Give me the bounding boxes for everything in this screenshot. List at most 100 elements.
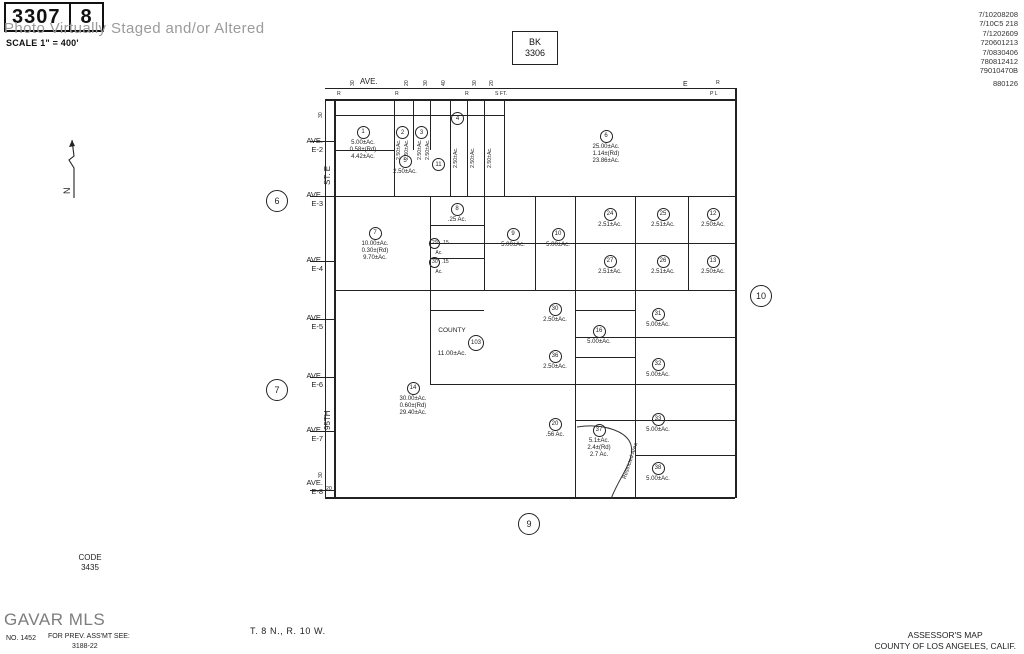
- interior-h-line-2: [334, 150, 394, 151]
- top-dim-3: 40: [441, 80, 447, 86]
- parcel-25-line-0: 2.51±Ac.: [651, 222, 675, 228]
- tick-e2: [310, 141, 334, 142]
- parcel-22-number: 11: [432, 158, 445, 171]
- interior-h-line-4: [334, 290, 735, 291]
- tick-e4: [310, 261, 334, 262]
- street-ave-e6-line1: AVE.: [306, 371, 323, 380]
- interior-v-line-2: [413, 99, 414, 150]
- parcel-7: 7 10.00±Ac. 0.30±(Rd) 9.70±Ac.: [348, 227, 402, 262]
- stamp-line-0: 7/10208208: [978, 10, 1018, 19]
- street-ave-e7: AVE. E-7: [287, 425, 323, 443]
- top-dim-4: 30: [472, 80, 478, 86]
- parcel-14-line-1: 0.60±(Rd): [399, 403, 427, 409]
- parcel-6-line-1: 1.14±(Rd): [592, 151, 620, 157]
- interior-h-line-6: [430, 225, 484, 226]
- parcel-32-number: 32: [651, 358, 665, 371]
- stamp-line-3: 720601213: [980, 38, 1018, 48]
- parcel-30-small-number: 30: [429, 257, 441, 268]
- parcel-27: 27 2.51±Ac.: [590, 255, 630, 276]
- parcel-16: 16 5.00±Ac.: [578, 325, 620, 346]
- parcel-4-number: 4: [451, 112, 464, 125]
- interior-v-line-1: [394, 99, 395, 196]
- parcel-2-number: 2: [396, 126, 409, 139]
- parcel-12: 12 2.50±Ac.: [693, 208, 733, 229]
- south-boundary-line: [325, 497, 735, 499]
- east-boundary-line: [735, 88, 737, 498]
- interior-v-line-10: [535, 196, 536, 290]
- street-st-e-label: ST. E: [323, 165, 332, 185]
- stamp-line-5: 780812412: [980, 57, 1018, 67]
- parcel-7-line-1: 0.30±(Rd): [361, 248, 389, 254]
- stamp-line-4: 7/0830406: [982, 47, 1018, 57]
- interior-h-line-3: [334, 196, 735, 197]
- parcel-small-label-2: 2.50±Ac.: [404, 139, 410, 160]
- parcel-37-line-2: 2.7 Ac.: [589, 452, 609, 458]
- parcel-14-line-2: 29.40±Ac.: [399, 410, 427, 416]
- watermark-text: Photo Virtually Staged and/or Altered: [4, 20, 265, 37]
- interior-v-line-9: [484, 196, 485, 290]
- parcel-35: 30 2.50±Ac.: [535, 303, 575, 324]
- parcel-1-line-1: 0.58±(Rd): [349, 147, 377, 153]
- parcel-27-number: 27: [603, 255, 617, 268]
- parcel-36: 36 2.50±Ac.: [535, 350, 575, 371]
- mls-watermark: GAVAR MLS: [4, 610, 106, 629]
- parcel-6-line-0: 25.00±Ac.: [592, 144, 620, 150]
- parcel-38-number: 38: [651, 462, 665, 475]
- parcel-31-number: 31: [651, 308, 665, 321]
- parcel-14-number: 14: [406, 382, 420, 395]
- parcel-5-number: 5: [398, 155, 412, 168]
- street-ave-e8-line2: E-8: [311, 487, 323, 496]
- top-street-label: AVE.: [360, 77, 378, 86]
- parcel-small-label-7: 2.50±Ac.: [487, 147, 493, 168]
- scale-label: SCALE 1" = 400': [6, 38, 79, 48]
- parcel-35-number: 30: [548, 303, 562, 316]
- top-road-line-lower: [325, 99, 735, 101]
- parcel-24: 24 2.51±Ac.: [590, 208, 630, 229]
- top-mark-r-3: R: [465, 91, 469, 97]
- assessor-line-2: COUNTY OF LOS ANGELES, CALIF.: [874, 641, 1016, 651]
- parcel-38-line-0: 5.00±Ac.: [646, 476, 670, 482]
- parcel-33-line-0: 5.00±Ac.: [646, 427, 670, 433]
- west-dim-3: 20: [326, 486, 332, 492]
- parcel-29-number: 29: [429, 238, 441, 249]
- west-road-line: [325, 99, 326, 498]
- parcel-29: 29 .15 Ac.: [428, 238, 450, 257]
- interior-h-line-6b: [430, 243, 484, 244]
- parcel-small-label-5: 2.50±Ac.: [453, 147, 459, 168]
- parcel-9-line-0: 5.00±Ac.: [501, 242, 525, 248]
- stamp-line-2: 7/1202609: [982, 28, 1018, 38]
- parcel-6-number: 6: [599, 130, 613, 143]
- boundary-circle-6: 6: [266, 190, 288, 212]
- boundary-circle-7: 7: [266, 379, 288, 401]
- top-mark-s-ft: S FT.: [495, 91, 508, 97]
- interior-v-line-3: [430, 99, 431, 150]
- parcel-1-line-2: 4.42±Ac.: [351, 154, 375, 160]
- top-mark-r-2: R: [395, 91, 399, 97]
- svg-text:N: N: [62, 188, 72, 195]
- parcel-small-label-4: 2.50±Ac.: [425, 139, 431, 160]
- top-mark-r-1: R: [337, 91, 341, 97]
- interior-v-line-7: [504, 99, 505, 196]
- street-95th-label: 95TH: [323, 410, 332, 430]
- parcel-7-number: 7: [368, 227, 382, 240]
- parcel-10: 10 5.00±Ac.: [537, 228, 579, 249]
- street-ave-e4: AVE. E-4: [287, 255, 323, 273]
- top-dim-0: 30: [350, 80, 356, 86]
- stamp-line-1: 7/10C5 218: [979, 19, 1018, 29]
- parcel-small-label-6: 2.50±Ac.: [470, 147, 476, 168]
- interior-h-line-5b: [484, 243, 575, 244]
- interior-h-line-9: [575, 310, 635, 311]
- parcel-5: 5 2.50±Ac.: [385, 155, 425, 176]
- interior-v-line-5: [467, 99, 468, 196]
- parcel-1-line-0: 5.00±Ac.: [351, 140, 375, 146]
- street-ave-e3-line2: E-3: [311, 199, 323, 208]
- parcel-30-small: 30 .15 Ac.: [428, 257, 450, 276]
- street-ave-e5: AVE. E-5: [287, 313, 323, 331]
- county-label: COUNTY: [438, 327, 466, 334]
- parcel-10-number: 10: [551, 228, 565, 241]
- street-ave-e2-line2: E-2: [311, 145, 323, 154]
- interior-h-line-5: [575, 243, 735, 244]
- street-ave-e6: AVE. E-6: [287, 371, 323, 389]
- parcel-12-line-0: 2.50±Ac.: [701, 222, 725, 228]
